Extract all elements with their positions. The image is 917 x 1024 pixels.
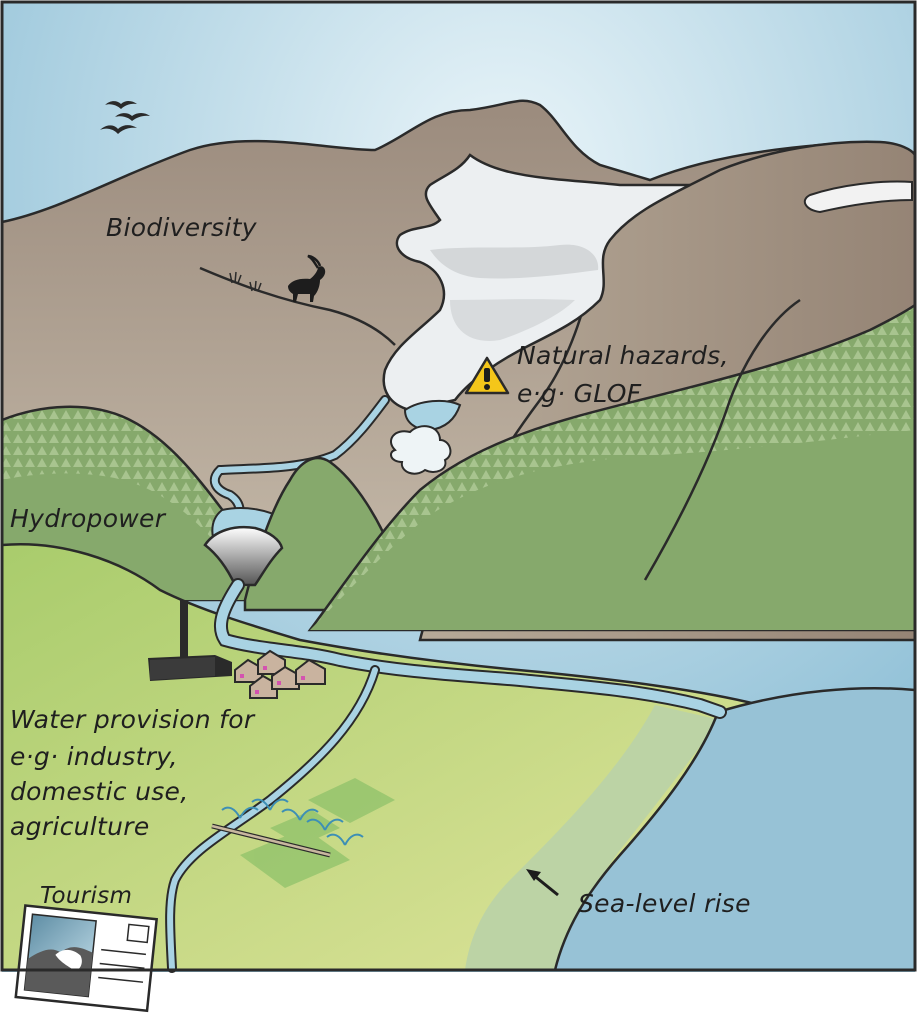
arrow-icon [526,869,559,897]
glacier-shade-2 [450,299,575,341]
hydropower-label: Hydropower [10,504,166,533]
frame [0,0,917,972]
tourism-label: Tourism [40,883,133,909]
birds-icon [100,101,150,134]
snow-patch [803,180,913,214]
ibex-icon [288,254,326,302]
natural-hazards-label-line1: Natural hazards, [517,341,729,370]
factory-icon [148,600,232,681]
glacial-lake [403,399,462,432]
glacier-stream-water [211,397,388,533]
biodiversity-label: Biodiversity [106,213,257,242]
postcard-icon [14,904,159,1013]
water-provision-label-line3: domestic use, [10,777,189,806]
water-provision-label-line1: Water provision for [10,705,255,734]
ridge-crease [643,298,801,581]
fields [240,778,395,888]
right-green-slope-fill [310,430,915,630]
sea [553,687,917,972]
water-provision-label-line4: agriculture [10,812,150,841]
sea-level-rise-label: Sea-level rise [578,889,751,918]
coastal-lowland [465,705,720,970]
main-river [216,580,725,717]
warning-icon [464,356,510,395]
house-windows [240,666,305,694]
grass-tufts [229,271,262,292]
glacier-shade [430,244,599,279]
dam-icon [203,526,284,587]
glof-splash [389,425,452,475]
water-provision-label-line2: e·g· industry, [10,742,178,771]
sprinkler-icon [211,798,364,858]
canal [167,667,378,971]
natural-hazards-label-line2: e·g· GLOF [517,379,642,408]
